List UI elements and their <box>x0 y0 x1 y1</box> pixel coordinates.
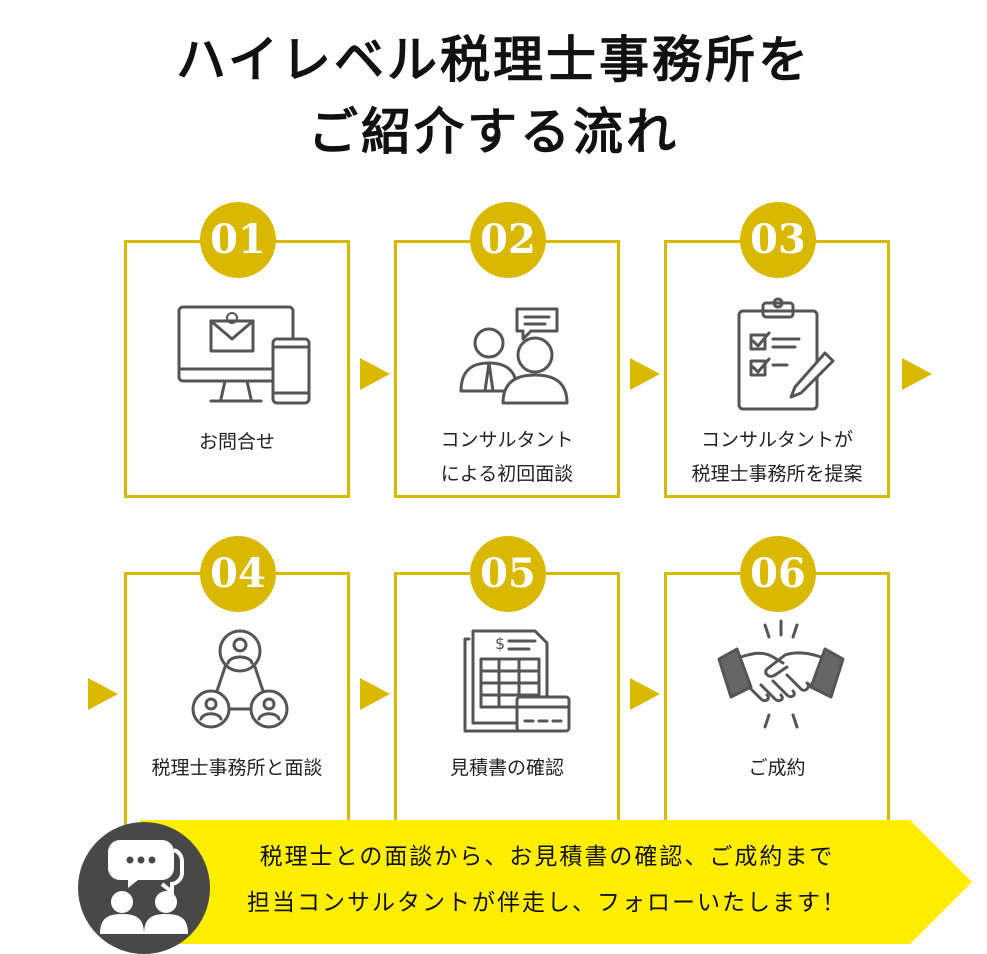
people-network-icon <box>191 629 289 729</box>
step-card-02: コンサルタント による初回面談 <box>394 240 620 498</box>
banner-background <box>140 820 972 944</box>
clipboard-checklist-icon <box>737 297 835 411</box>
step-label: お問合せ <box>198 431 275 453</box>
step-label: コンサルタント による初回面談 <box>440 429 574 485</box>
step-badge-05: 05 <box>470 536 546 612</box>
svg-text:$: $ <box>495 634 505 653</box>
banner-message: 税理士との面談から、お見積書の確認、ご成約まで 担当コンサルタントが伴走し、フォ… <box>247 844 847 916</box>
banner-icon-circle <box>78 822 210 954</box>
computer-mail-phone-icon <box>177 305 311 405</box>
invoice-card-icon: $ <box>463 629 571 733</box>
step-card-03: コンサルタントが 税理士事務所を提案 <box>664 240 890 498</box>
arrow-right-icon <box>902 358 932 390</box>
step-badge-02: 02 <box>470 202 546 278</box>
step-badge-04: 04 <box>200 536 276 612</box>
handshake-icon <box>717 619 845 729</box>
step-badge-03: 03 <box>740 202 816 278</box>
arrow-right-icon <box>360 678 390 710</box>
step-badge-06: 06 <box>740 536 816 612</box>
step-label: 見積書の確認 <box>449 757 564 779</box>
consultation-icon <box>459 307 569 405</box>
arrow-right-icon <box>630 358 660 390</box>
arrow-right-icon <box>360 358 390 390</box>
step-card-01: お問合せ <box>124 240 350 498</box>
arrow-right-icon <box>630 678 660 710</box>
arrow-right-icon <box>88 678 118 710</box>
step-badge-01: 01 <box>200 202 276 278</box>
page-title: ハイレベル税理士事務所を ご紹介する流れ <box>0 24 987 168</box>
step-label: 税理士事務所と面談 <box>151 757 323 779</box>
chat-people-icon <box>100 840 188 934</box>
step-label: コンサルタントが 税理士事務所を提案 <box>691 429 863 485</box>
title-line-2: ご紹介する流れ <box>308 103 679 161</box>
step-card-04: 税理士事務所と面談 <box>124 572 350 832</box>
step-label: ご成約 <box>748 757 806 779</box>
title-line-1: ハイレベル税理士事務所を <box>176 31 811 89</box>
